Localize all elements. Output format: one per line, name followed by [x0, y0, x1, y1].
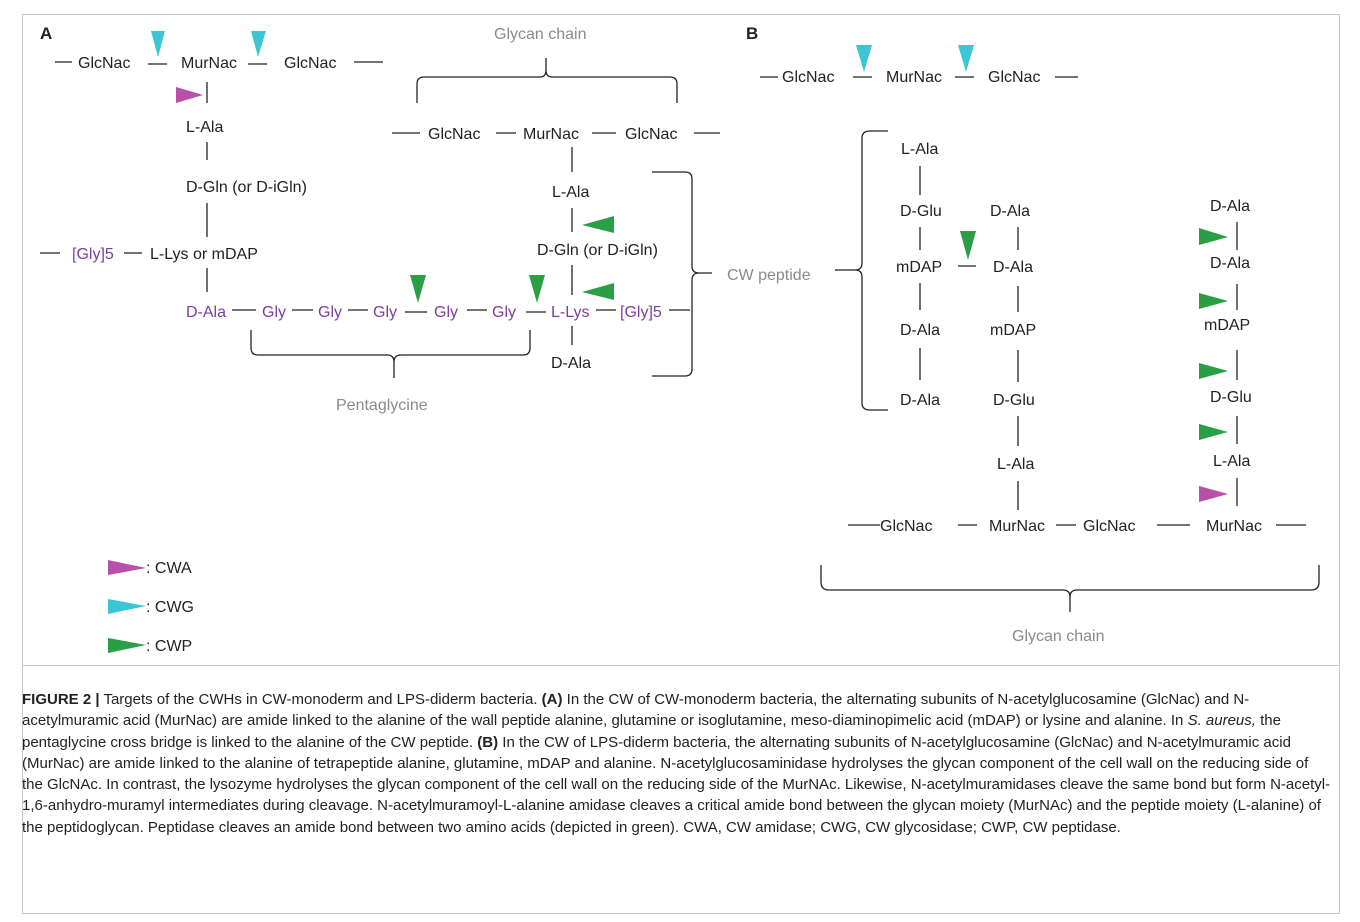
figure-diagram: A GlcNac MurNac GlcNac L-Ala D-Gln (or D…	[40, 24, 1320, 655]
col3-ala-label: L-Ala	[1213, 453, 1250, 470]
caption-part1: Targets of the CWHs in CW-monoderm and L…	[99, 691, 542, 708]
col2-ala-label: L-Ala	[997, 456, 1034, 473]
stem2-ala-label: L-Ala	[552, 184, 589, 201]
cw-peptide-brace	[652, 171, 712, 377]
col1-dala-label: D-Ala	[900, 322, 940, 339]
caption-part3: the pentaglycine cross bridge is linked …	[22, 712, 1281, 751]
caption-part4: In the CW of LPS-diderm bacteria, the al…	[22, 733, 1331, 836]
glcnac-label: GlcNac	[880, 518, 932, 535]
stem2-gln-label: D-Gln (or D-iGln)	[537, 242, 658, 259]
murnac-label: MurNac	[523, 126, 579, 143]
col2-dala2-label: D-Ala	[993, 259, 1033, 276]
glycan-chain-label: Glycan chain	[494, 26, 587, 43]
gly5-right-label: [Gly]5	[620, 304, 662, 321]
glcnac-label: GlcNac	[428, 126, 480, 143]
col3-mdap-label: mDAP	[1204, 317, 1250, 334]
cwp-marker-icon	[1199, 424, 1228, 440]
legend-cwa-label: : CWA	[146, 560, 192, 577]
cwg-marker-icon	[958, 45, 974, 72]
col1-dala2-label: D-Ala	[900, 392, 940, 409]
col1-glu-label: D-Glu	[900, 203, 942, 220]
gly-label: Gly	[492, 304, 516, 321]
cwp-marker-icon	[582, 283, 614, 300]
cwp-marker-icon	[960, 231, 976, 260]
pentaglycine-label: Pentaglycine	[336, 397, 428, 414]
caption-part2: In the CW of CW-monoderm bacteria, the a…	[22, 691, 1250, 730]
col2-dala-label: D-Ala	[990, 203, 1030, 220]
glcnac-label: GlcNac	[988, 69, 1040, 86]
murnac-label: MurNac	[989, 518, 1045, 535]
pentaglycine-brace	[250, 330, 531, 378]
stem-gln-label: D-Gln (or D-iGln)	[186, 179, 307, 196]
figure-caption: FIGURE 2 | Targets of the CWHs in CW-mon…	[22, 689, 1332, 838]
murnac-label: MurNac	[181, 55, 237, 72]
stem2-lys-label: L-Lys	[551, 304, 590, 321]
col1-mdap-label: mDAP	[896, 259, 942, 276]
gly-label: Gly	[434, 304, 458, 321]
col1-ala-label: L-Ala	[901, 141, 938, 158]
cwg-marker-icon	[856, 45, 872, 72]
caption-species: S. aureus,	[1187, 712, 1256, 730]
gly-label: Gly	[318, 304, 342, 321]
glcnac-label: GlcNac	[782, 69, 834, 86]
murnac-label: MurNac	[1206, 518, 1262, 535]
glycan-brace	[416, 58, 678, 103]
caption-a-label: (A)	[541, 691, 563, 708]
glycan-brace-b	[820, 565, 1320, 612]
cwp-marker-icon	[582, 216, 614, 233]
gly5-left-label: [Gly]5	[72, 246, 114, 263]
gly-label: Gly	[262, 304, 286, 321]
legend-cwp-label: : CWP	[146, 638, 192, 655]
panel-a-label: A	[40, 24, 52, 43]
cwa-legend-icon	[108, 560, 146, 575]
cwa-marker-icon	[1199, 486, 1228, 502]
cwp-marker-icon	[1199, 293, 1228, 309]
glcnac-label: GlcNac	[78, 55, 130, 72]
cwp-marker-icon	[1199, 363, 1228, 379]
cw-peptide-brace-b	[835, 130, 888, 411]
cwp-marker-icon	[1199, 228, 1228, 245]
glcnac-label: GlcNac	[625, 126, 677, 143]
dala-left-label: D-Ala	[186, 304, 226, 321]
panel-b-label: B	[746, 24, 758, 43]
figure-frame	[22, 14, 1340, 914]
col3-dala2-label: D-Ala	[1210, 255, 1250, 272]
figure-label: FIGURE 2 |	[22, 691, 100, 708]
glcnac-label: GlcNac	[284, 55, 336, 72]
caption-separator	[22, 665, 1340, 666]
col2-glu-label: D-Glu	[993, 392, 1035, 409]
col2-mdap-label: mDAP	[990, 322, 1036, 339]
gly-label: Gly	[373, 304, 397, 321]
cw-peptide-label: CW peptide	[727, 267, 811, 284]
cwg-marker-icon	[251, 31, 266, 57]
cwg-marker-icon	[151, 31, 165, 57]
cwp-marker-icon	[410, 275, 426, 303]
cwg-legend-icon	[108, 599, 146, 614]
col3-dala-label: D-Ala	[1210, 198, 1250, 215]
stem2-dala-label: D-Ala	[551, 355, 591, 372]
glycan-chain-label-b: Glycan chain	[1012, 628, 1105, 645]
cwa-marker-icon	[176, 87, 203, 103]
stem-ala-label: L-Ala	[186, 119, 223, 136]
murnac-label: MurNac	[886, 69, 942, 86]
cwp-legend-icon	[108, 638, 146, 653]
legend-cwg-label: : CWG	[146, 599, 194, 616]
col3-glu-label: D-Glu	[1210, 389, 1252, 406]
glcnac-label: GlcNac	[1083, 518, 1135, 535]
cwp-marker-icon	[529, 275, 545, 303]
stem-lys-label: L-Lys or mDAP	[150, 246, 258, 263]
caption-b-label: (B)	[477, 733, 499, 751]
